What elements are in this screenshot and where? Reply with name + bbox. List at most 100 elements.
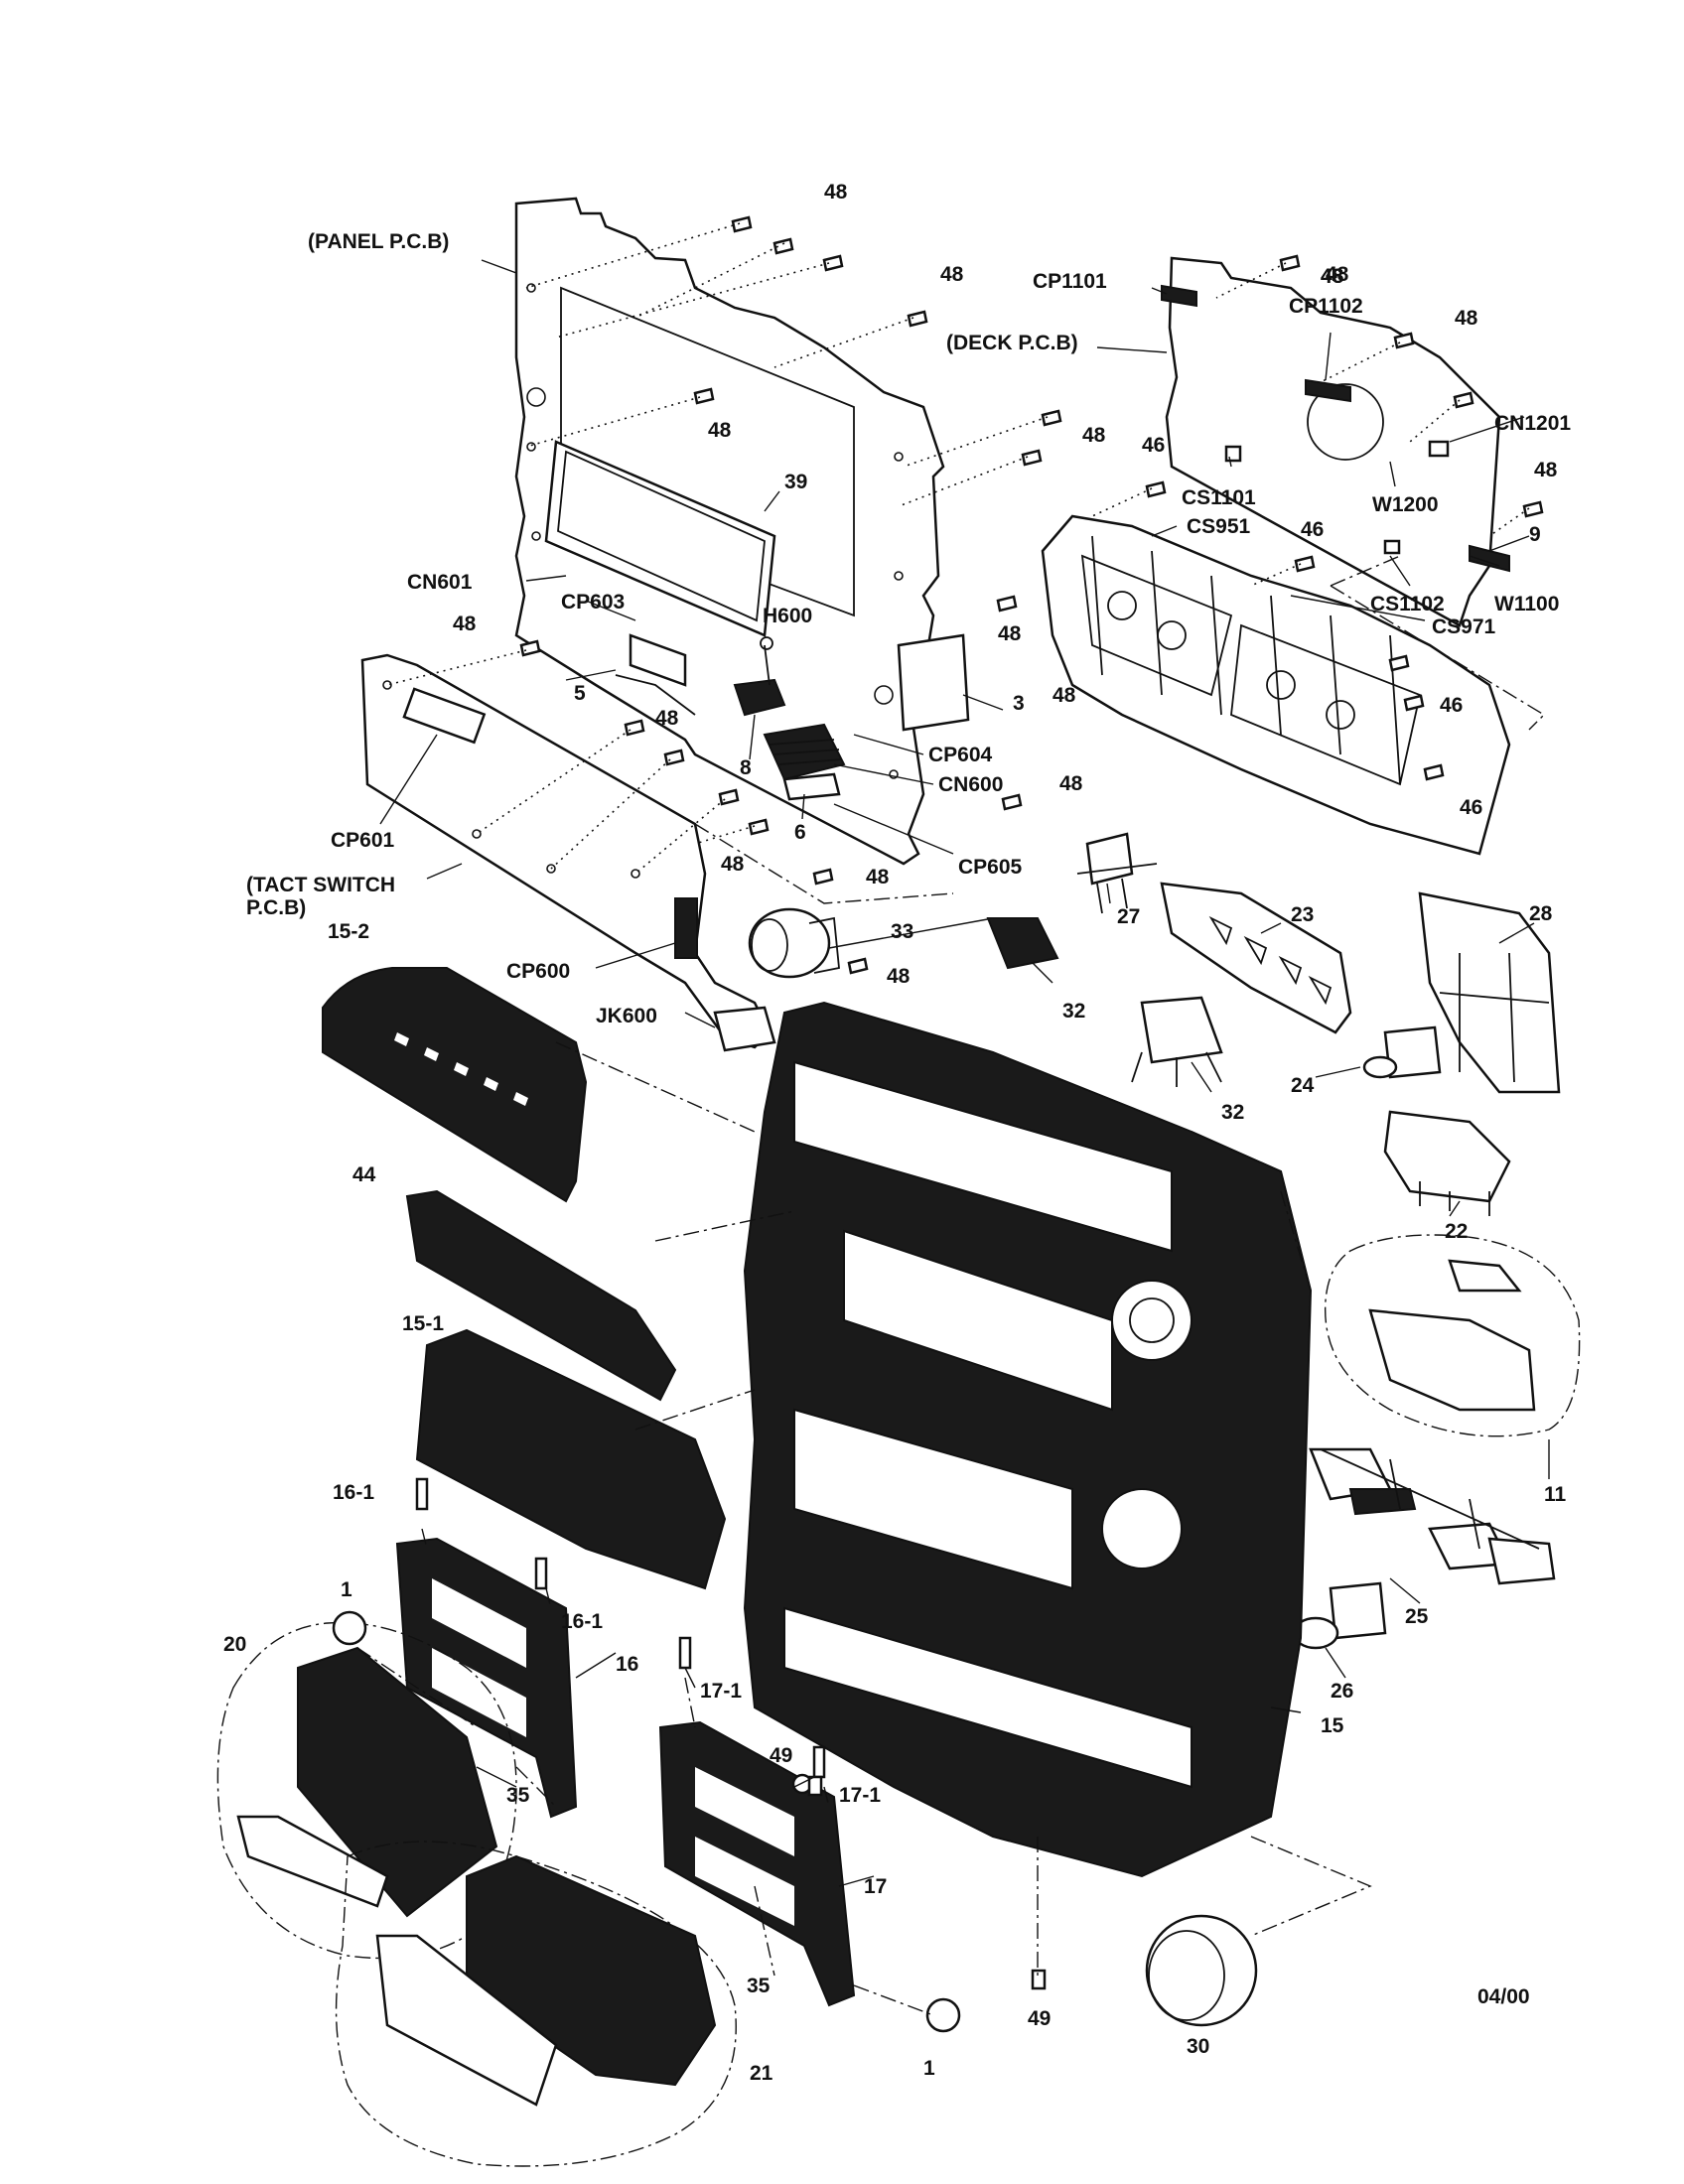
label-tact-switch-pcb-1: (TACT SWITCH [246, 874, 395, 896]
callout-cs971: CS971 [1432, 615, 1496, 638]
callout-cp601: CP601 [331, 829, 395, 852]
callout-cn1201: CN1201 [1494, 412, 1571, 435]
screws-49 [807, 1775, 1047, 1990]
callout-48: 48 [453, 613, 477, 635]
callout-25: 25 [1405, 1605, 1429, 1628]
callout-cs951: CS951 [1187, 515, 1251, 538]
leader-lines [379, 259, 1550, 1887]
callout-cp603: CP603 [561, 591, 625, 614]
callout-cs1102: CS1102 [1370, 593, 1445, 615]
callout-labels: (PANEL P.C.B) (DECK P.C.B) (TACT SWITCH … [223, 181, 1571, 2085]
bracket-23 [1160, 882, 1352, 1034]
callout-39: 39 [784, 471, 807, 493]
part-6 [782, 772, 841, 801]
switch-32-top [986, 917, 1059, 970]
callout-48: 48 [1326, 263, 1349, 286]
callout-48: 48 [1082, 424, 1106, 447]
knob-30 [1145, 1914, 1258, 2027]
callout-48: 48 [887, 965, 911, 988]
switch-26 [1292, 1581, 1387, 1650]
bracket-28 [1418, 891, 1561, 1094]
callout-48: 48 [824, 181, 848, 204]
callout-26: 26 [1331, 1680, 1353, 1703]
callout-48: 48 [1321, 265, 1344, 288]
callout-1: 1 [341, 1578, 352, 1601]
callout-32: 32 [1062, 1000, 1085, 1023]
callout-48: 48 [866, 866, 890, 888]
callout-48: 48 [721, 853, 745, 876]
callout-11: 11 [1544, 1483, 1567, 1506]
screw-guide-lines [386, 222, 1530, 875]
callout-21: 21 [750, 2062, 773, 2085]
switches-25 [1309, 1447, 1556, 1585]
callout-8: 8 [740, 756, 752, 779]
callout-30: 30 [1187, 2035, 1209, 2058]
callout-48: 48 [1534, 459, 1558, 481]
callout-48: 48 [998, 622, 1022, 645]
callout-17: 17 [864, 1875, 887, 1898]
callout-28: 28 [1529, 902, 1553, 925]
tact-switch-pcb [360, 653, 772, 1049]
label-deck-pcb: (DECK P.C.B) [946, 332, 1078, 354]
callout-cp1102: CP1102 [1289, 295, 1363, 318]
callout-16-1: 16-1 [333, 1481, 374, 1504]
callout-48: 48 [940, 263, 964, 286]
callout-17-1: 17-1 [839, 1784, 881, 1807]
cn600-connector [763, 723, 846, 781]
callout-27: 27 [1117, 905, 1140, 928]
deck-pcb [1161, 256, 1510, 627]
callout-16: 16 [616, 1653, 638, 1676]
callout-cn600: CN600 [938, 773, 1003, 796]
display-39 [544, 440, 776, 637]
callout-48: 48 [1321, 265, 1344, 288]
callout-w1200: W1200 [1372, 493, 1439, 516]
front-panel-15-2 [322, 967, 588, 1203]
callout-33: 33 [891, 920, 913, 943]
callout-48: 48 [1059, 772, 1083, 795]
panel-15-1 [415, 1328, 727, 1590]
part-8-h600 [733, 636, 786, 717]
jk600-jack [713, 1006, 776, 1052]
screws-48-46 [519, 215, 1544, 975]
callout-w1100: W1100 [1494, 593, 1559, 615]
group-11 [1324, 1234, 1581, 1437]
callout-cp605: CP605 [958, 856, 1023, 879]
callout-48: 48 [708, 419, 732, 442]
callout-cn601: CN601 [407, 571, 473, 594]
callout-35: 35 [506, 1784, 530, 1807]
label-panel-pcb: (PANEL P.C.B) [308, 230, 449, 253]
callout-jk600: JK600 [596, 1005, 657, 1027]
callout-46: 46 [1440, 694, 1463, 717]
callout-22: 22 [1445, 1220, 1468, 1243]
label-date-code: 04/00 [1477, 1985, 1530, 2008]
callout-15: 15 [1321, 1714, 1344, 1737]
callout-17-1: 17-1 [700, 1680, 742, 1703]
group-21 [335, 1841, 737, 2167]
callout-h600: H600 [763, 605, 812, 627]
callout-5: 5 [574, 682, 586, 705]
switch-32-bottom [1131, 996, 1223, 1087]
assembly-lines [356, 823, 1372, 2016]
callout-46: 46 [1460, 796, 1482, 819]
callout-46: 46 [1301, 518, 1324, 541]
callout-16-1: 16-1 [561, 1610, 603, 1633]
callout-6: 6 [794, 821, 806, 844]
callout-cp604: CP604 [928, 744, 993, 766]
part-44 [405, 1189, 677, 1402]
callout-44: 44 [352, 1163, 376, 1186]
callout-24: 24 [1291, 1074, 1315, 1097]
callout-20: 20 [223, 1633, 246, 1656]
callout-1: 1 [923, 2057, 935, 2080]
knob-33 [748, 907, 840, 979]
callout-48: 48 [655, 707, 679, 730]
part-5-cp603 [615, 633, 696, 716]
callout-15-1: 15-1 [402, 1312, 444, 1335]
callout-46: 46 [1142, 434, 1165, 457]
callout-cp1101: CP1101 [1033, 270, 1107, 293]
callout-3: 3 [1013, 692, 1025, 715]
bracket-22 [1383, 1110, 1511, 1216]
part-3 [897, 633, 970, 732]
label-tact-switch-pcb-2: P.C.B) [246, 896, 306, 919]
callout-49: 49 [1028, 2007, 1051, 2030]
